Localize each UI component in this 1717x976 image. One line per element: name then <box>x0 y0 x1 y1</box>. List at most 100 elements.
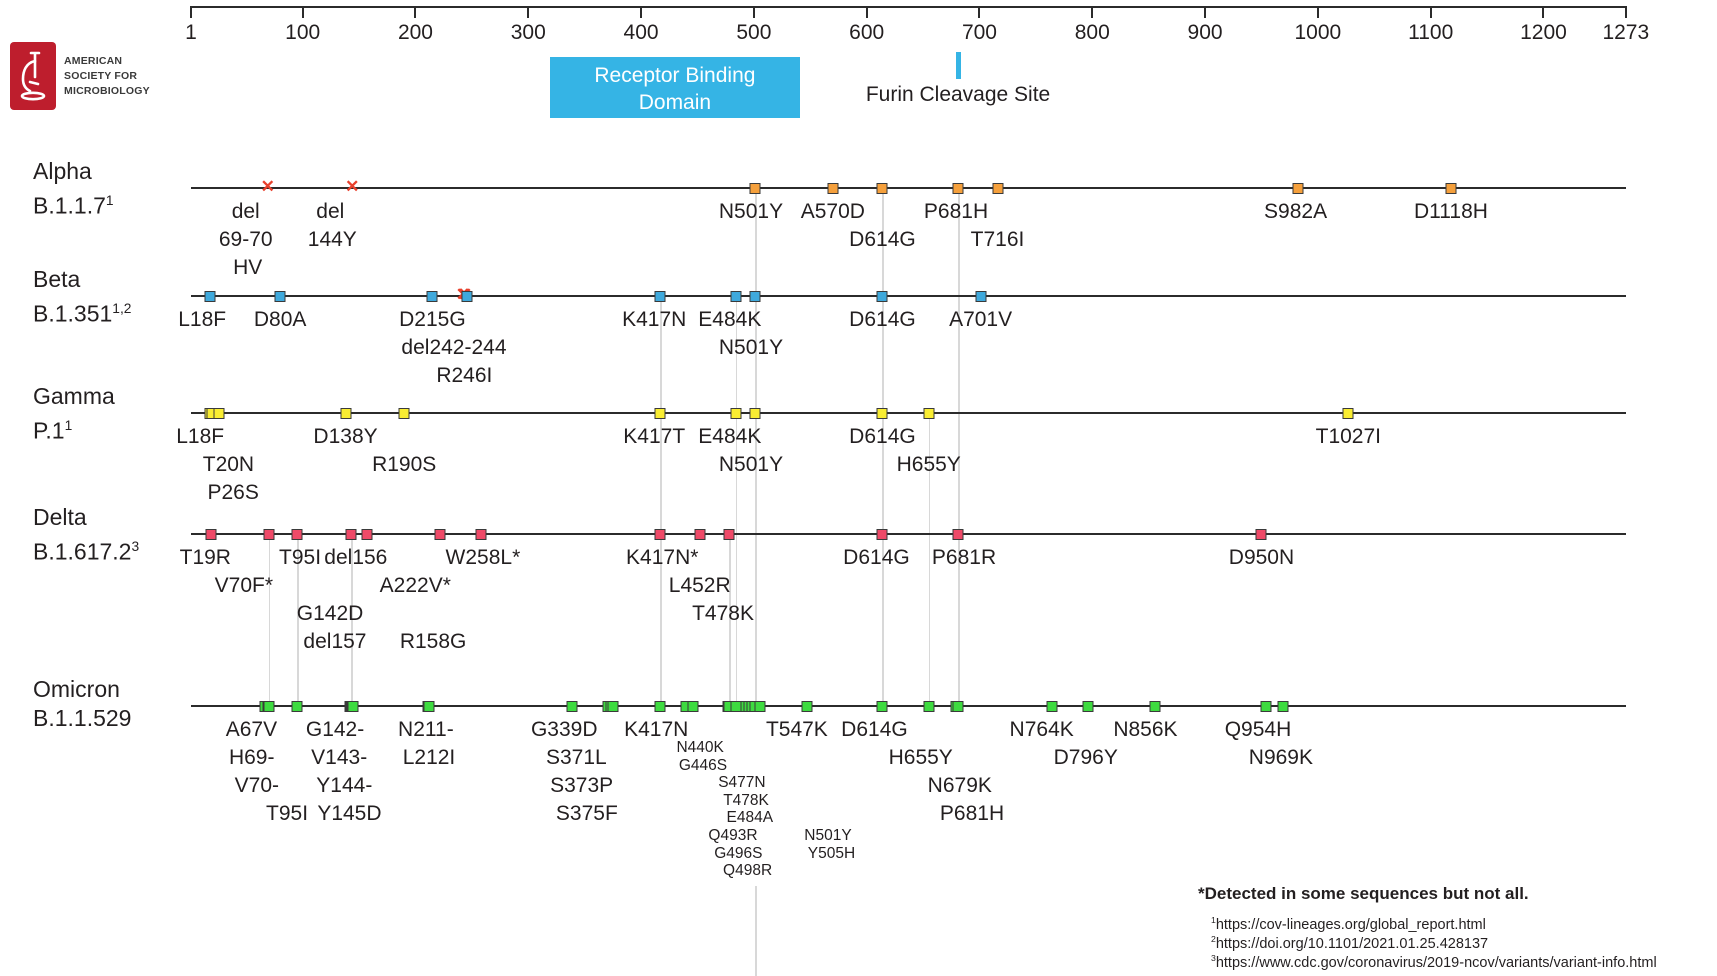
gamma-mutation-marker-655 <box>923 407 935 419</box>
omicron-mutation-label-L212I: L212I <box>402 746 456 769</box>
alpha-mutation-label-N501Y: N501Y <box>718 200 784 223</box>
rbd-label-line1: Receptor Binding <box>594 64 756 87</box>
furin-cleavage-site-tick <box>955 52 961 79</box>
omicron-mutation-marker-681 <box>952 700 964 712</box>
axis-tick-500 <box>752 6 755 18</box>
alpha-mutation-marker-614 <box>876 182 888 194</box>
axis-tick-600 <box>865 6 868 18</box>
omicron-mutation-marker-95 <box>291 700 303 712</box>
gamma-mutation-label-E484K: E484K <box>698 425 762 448</box>
gamma-mutation-label-L18F: L18F <box>176 425 225 448</box>
microscope-icon <box>20 51 46 101</box>
gamma-mutation-marker-484 <box>730 407 742 419</box>
beta-mutation-marker-484 <box>730 290 742 302</box>
gamma-mutation-label-H655Y: H655Y <box>896 453 961 476</box>
alpha-mutation-label-144Y: 144Y <box>307 228 357 251</box>
connector-143 <box>351 539 353 705</box>
connector-484 <box>735 301 738 705</box>
omicron-mutation-label-H69: H69- <box>228 746 275 769</box>
omicron-mutation-label-K417N: K417N <box>624 718 689 741</box>
omicron-mutation-label-Y144: Y144- <box>316 774 373 797</box>
gamma-mutation-marker-417 <box>654 407 666 419</box>
axis-tick-300 <box>527 6 530 18</box>
footnote-ref-3: 3https://www.cdc.gov/coronavirus/2019-nc… <box>1211 953 1657 971</box>
gamma-mutation-label-T1027I: T1027I <box>1315 425 1382 448</box>
omicron-mutation-marker-145 <box>347 700 359 712</box>
connector-614 <box>882 193 884 705</box>
gamma-mutation-label-D138Y: D138Y <box>313 425 378 448</box>
omicron-mutation-label-T478K: T478K <box>723 791 769 809</box>
alpha-mutation-label-T716I: T716I <box>970 228 1025 251</box>
beta-mutation-marker-18 <box>204 290 216 302</box>
axis-tick-label-800: 800 <box>1074 21 1110 44</box>
delta-mutation-label-K417N: K417N* <box>626 546 699 569</box>
alpha-lineage-label: B.1.1.71 <box>33 192 114 219</box>
omicron-mutation-marker-375 <box>607 700 619 712</box>
gamma-mutation-marker-614 <box>876 407 888 419</box>
delta-mutation-marker-478 <box>723 528 735 540</box>
alpha-mutation-marker-501 <box>749 182 761 194</box>
alpha-mutation-label-A570D: A570D <box>800 200 865 223</box>
beta-mutation-marker-614 <box>876 290 888 302</box>
omicron-mutation-marker-505 <box>754 700 765 712</box>
axis-tick-100 <box>301 6 304 18</box>
omicron-mutation-marker-446 <box>687 700 699 712</box>
omicron-mutation-label-N211: N211- <box>398 718 454 741</box>
omicron-mutation-marker-417 <box>654 700 666 712</box>
axis-tick-label-100: 100 <box>285 21 321 44</box>
gamma-mutation-label-D614G: D614G <box>849 425 916 448</box>
beta-mutation-label-L18F: L18F <box>178 308 227 331</box>
beta-mutation-label-D215G: D215G <box>399 308 466 331</box>
omicron-mutation-label-T547K: T547K <box>765 718 828 741</box>
delta-mutation-label-L452R: L452R <box>668 574 731 597</box>
omicron-mutation-label-S373P: S373P <box>550 774 614 797</box>
axis-tick-700 <box>978 6 981 18</box>
receptor-binding-domain-box: Receptor Binding Domain <box>549 57 801 118</box>
omicron-name-label: Omicron <box>33 676 120 702</box>
beta-mutation-label-N501Y: N501Y <box>718 336 784 359</box>
furin-cleavage-site-label: Furin Cleavage Site <box>865 83 1051 106</box>
axis-tick-label-200: 200 <box>397 21 433 44</box>
asm-logo-text: AMERICAN SOCIETY FOR MICROBIOLOGY <box>64 54 150 99</box>
omicron-mutation-label-S371L: S371L <box>545 746 607 769</box>
beta-mutation-marker-80 <box>274 290 286 302</box>
axis-tick-1200 <box>1542 6 1545 18</box>
alpha-mutation-label-HV: HV <box>233 256 263 279</box>
omicron-mutation-label-V143: V143- <box>311 746 368 769</box>
omicron-mutation-marker-796 <box>1082 700 1094 712</box>
omicron-mutation-label-V70: V70- <box>234 774 280 797</box>
connector-681 <box>958 193 960 705</box>
omicron-mutation-label-Q498R: Q498R <box>723 862 773 880</box>
connector-478 <box>729 539 731 705</box>
rbd-label-line2: Domain <box>638 91 712 114</box>
delta-mutation-marker-417 <box>654 528 666 540</box>
connector-95 <box>297 539 299 705</box>
beta-mutation-marker-246 <box>461 290 473 302</box>
beta-mutation-marker-215 <box>426 290 438 302</box>
omicron-lineage-label: B.1.1.529 <box>33 705 132 731</box>
omicron-mutation-label-G496S: G496S <box>714 844 763 862</box>
alpha-mutation-marker-681 <box>952 182 964 194</box>
delta-mutation-label-D950N: D950N <box>1228 546 1295 569</box>
delta-mutation-label-del157: del157 <box>303 630 367 653</box>
gamma-row-line <box>191 412 1626 414</box>
connector-655 <box>928 418 931 705</box>
axis-tick-label-1100: 1100 <box>1408 21 1454 44</box>
omicron-mutation-label-D614G: D614G <box>841 718 908 741</box>
omicron-mutation-label-G339D: G339D <box>530 718 598 741</box>
omicron-mutation-label-E484A: E484A <box>726 809 774 827</box>
axis-tick-label-1: 1 <box>185 21 197 44</box>
delta-mutation-label-del156: del156 <box>324 546 388 569</box>
delta-mutation-label-V70F: V70F* <box>214 574 274 597</box>
gamma-mutation-label-T20N: T20N <box>202 453 255 476</box>
beta-mutation-label-A701V: A701V <box>949 308 1013 331</box>
alpha-mutation-label-del: del <box>231 200 260 223</box>
omicron-mutation-marker-954 <box>1260 700 1272 712</box>
omicron-mutation-label-N764K: N764K <box>1009 718 1074 741</box>
delta-row-line <box>191 533 1626 535</box>
gamma-mutation-marker-190 <box>398 407 410 419</box>
omicron-mutation-marker-212 <box>423 700 435 712</box>
